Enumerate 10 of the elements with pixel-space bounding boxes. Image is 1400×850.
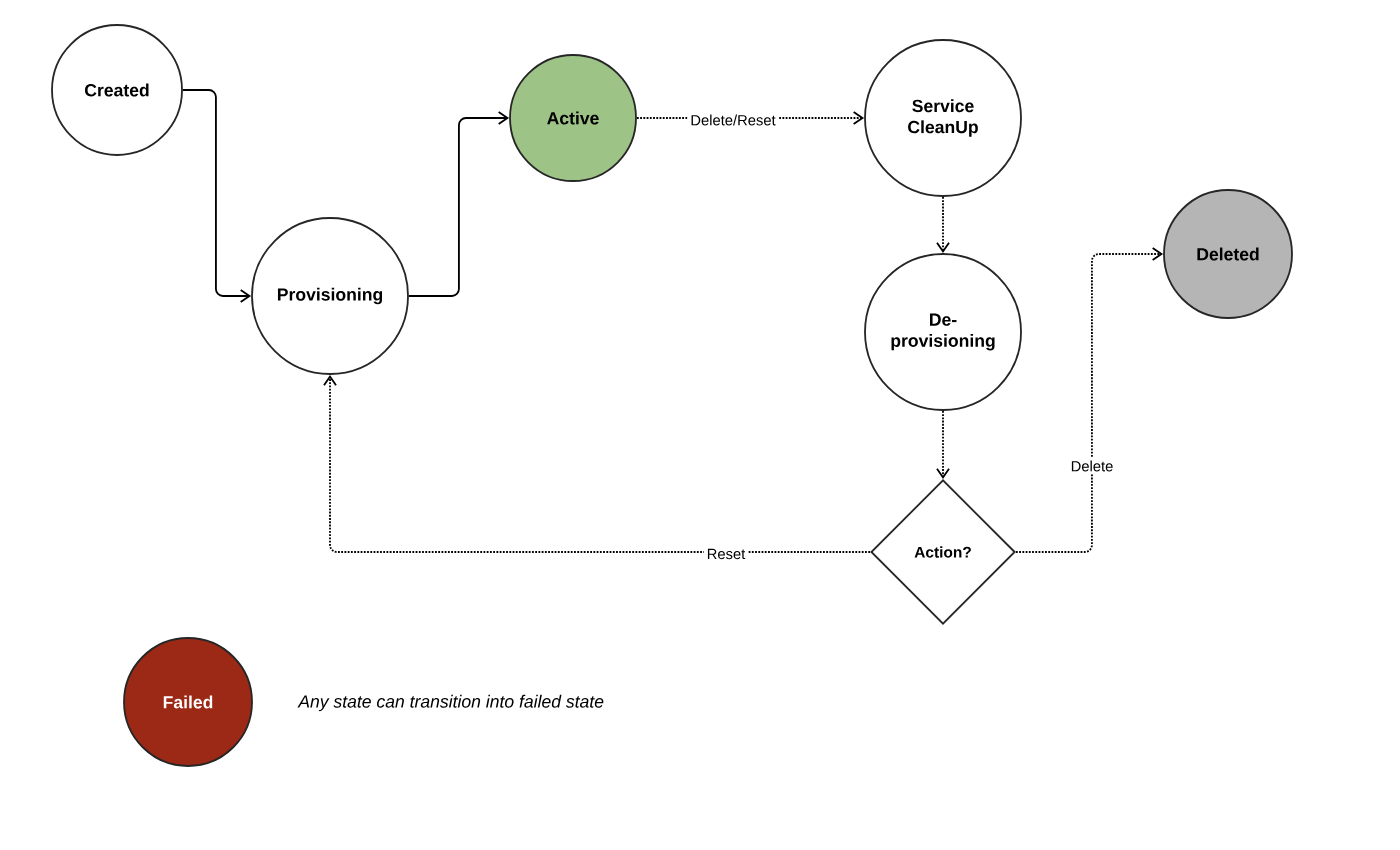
arrow [1015,247,1164,553]
arrow [936,196,950,254]
arrow [182,89,252,303]
edge-label: Delete [1067,457,1117,475]
edge-label: Delete/Reset [687,111,779,129]
arrow [323,374,871,553]
note-text: Any state can transition into failed state [297,694,604,712]
edge-label: Reset [703,546,749,562]
arrow [408,111,510,297]
arrow [936,410,950,480]
